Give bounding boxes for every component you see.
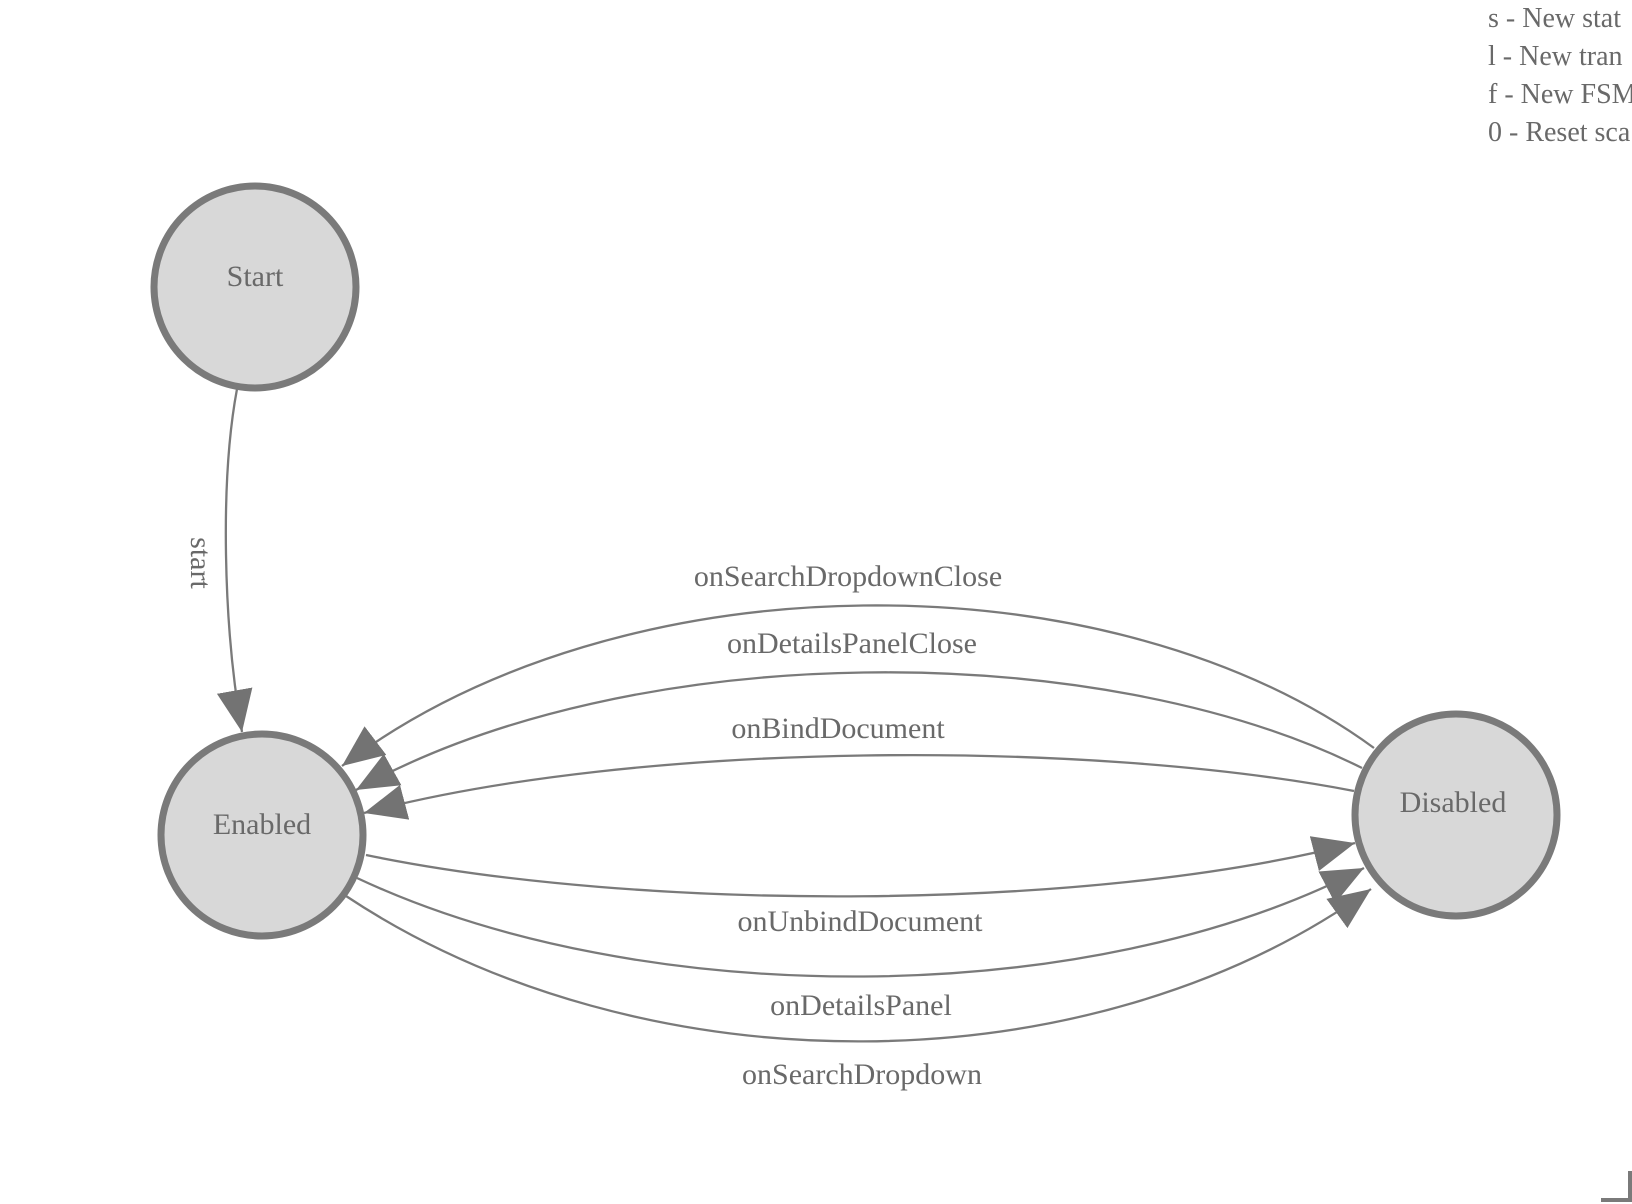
- node-label-enabled: Enabled: [212, 808, 312, 841]
- legend-line-new-transition: l - New tran: [1488, 41, 1623, 72]
- edge-label-ondetailspanelclose: onDetailsPanelClose: [727, 627, 977, 660]
- state-node-enabled[interactable]: [157, 730, 367, 940]
- legend-line-new-fsm: f - New FSM: [1488, 79, 1632, 110]
- node-label-disabled: Disabled: [1399, 786, 1507, 819]
- state-node-start[interactable]: [150, 182, 360, 392]
- shortcut-legend: s - New stat l - New tran f - New FSM 0 …: [1488, 0, 1632, 152]
- edge-label-start: start: [184, 537, 217, 589]
- edge-ondetailspanelclose[interactable]: [355, 671, 1363, 792]
- edge-label-onsearchdropdown: onSearchDropdown: [742, 1058, 982, 1091]
- edge-onsearchdropdownclose[interactable]: [341, 604, 1375, 767]
- edge-label-onunbinddocument: onUnbindDocument: [737, 905, 983, 938]
- edge-onsearchdropdown[interactable]: [345, 888, 1372, 1043]
- node-label-start: Start: [226, 260, 284, 293]
- offscreen-corner-shape: [1601, 1171, 1632, 1202]
- legend-line-new-state: s - New stat: [1488, 3, 1621, 34]
- edge-label-ondetailspanel: onDetailsPanel: [770, 989, 952, 1022]
- edge-label-onsearchdropdownclose: onSearchDropdownClose: [693, 560, 1003, 593]
- edge-label-onbinddocument: onBindDocument: [731, 712, 945, 745]
- state-node-disabled[interactable]: [1351, 710, 1561, 920]
- edge-onunbinddocument[interactable]: [365, 836, 1356, 898]
- edge-ondetailspanel[interactable]: [356, 866, 1365, 978]
- legend-line-reset-scale: 0 - Reset sca: [1488, 117, 1631, 148]
- edge-onbinddocument[interactable]: [363, 754, 1355, 820]
- edge-start-to-enabled[interactable]: [216, 388, 253, 733]
